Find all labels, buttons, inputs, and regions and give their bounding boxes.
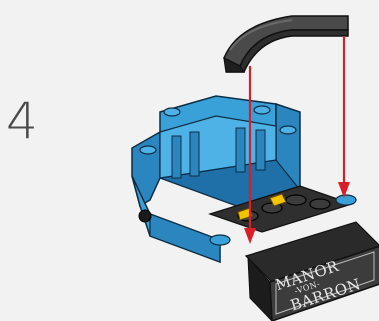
curved-slope-tile bbox=[224, 16, 348, 72]
nameplate: MANOR -VON- BARRON bbox=[246, 222, 379, 321]
